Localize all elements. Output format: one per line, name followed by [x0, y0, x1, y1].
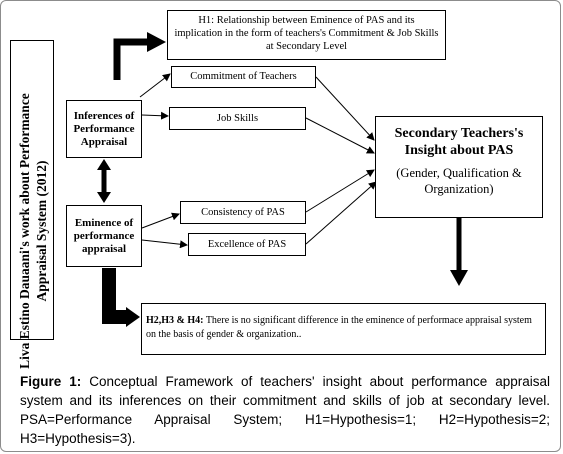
figure-caption: Figure 1: Conceptual Framework of teache…: [20, 372, 550, 448]
arrow-inferences-to-jobskills: [141, 111, 169, 120]
caption-text: Conceptual Framework of teachers' insigh…: [20, 374, 550, 446]
arrow-jobskills-to-insight: [305, 117, 375, 154]
arrow-commitment-to-insight: [315, 76, 375, 141]
job-skills-label: Job Skills: [216, 113, 259, 124]
h2-hypothesis-lead: H2,H3 & H4:: [146, 315, 204, 326]
thick-arrow-insight-down-head: [450, 270, 468, 286]
insight-subtitle: (Gender, Qualification & Organization): [396, 166, 522, 196]
framework-diagram: [97, 32, 468, 327]
eminence-label: Eminence of performance appraisal: [73, 216, 135, 255]
excellence-box: Excellence of PAS: [188, 233, 306, 256]
insight-title: Secondary Teachers's Insight about PAS: [394, 126, 524, 158]
h1-hypothesis-text: H1: Relationship between Eminence of PAS…: [174, 15, 439, 52]
h2-hypothesis-box: H2,H3 & H4: There is no significant diff…: [141, 303, 546, 355]
caption-label: Figure 1:: [20, 374, 82, 389]
thick-arrow-to-h1-head: [147, 32, 166, 52]
eminence-box: Eminence of performance appraisal: [66, 205, 142, 267]
inferences-label: Inferences of Performance Appraisal: [73, 109, 135, 148]
insight-box: Secondary Teachers's Insight about PAS (…: [375, 116, 543, 218]
thick-arrow-to-h1: [113, 38, 148, 80]
arrow-eminence-to-consistency: [141, 212, 180, 229]
consistency-box: Consistency of PAS: [180, 201, 306, 224]
source-study-label: Liva Estino Dauaani's work about Perform…: [17, 93, 49, 369]
h1-hypothesis-box: H1: Relationship between Eminence of PAS…: [167, 10, 446, 60]
commitment-label: Commitment of Teachers: [190, 71, 297, 82]
thick-arrow-to-h2-head: [126, 307, 140, 327]
arrow-eminence-to-excellence: [141, 239, 188, 249]
consistency-label: Consistency of PAS: [201, 207, 285, 218]
job-skills-box: Job Skills: [169, 107, 306, 130]
excellence-label: Excellence of PAS: [207, 239, 287, 250]
arrow-excellence-to-insight: [305, 181, 377, 245]
double-arrow-head-down: [97, 192, 111, 203]
source-study-box: Liva Estino Dauaani's work about Perform…: [10, 40, 54, 369]
inferences-box: Inferences of Performance Appraisal: [66, 100, 142, 158]
commitment-box: Commitment of Teachers: [171, 66, 316, 88]
double-arrow-head-up: [97, 159, 111, 170]
arrow-inferences-to-commitment: [139, 73, 171, 98]
thick-arrow-to-h2: [102, 268, 127, 324]
arrow-consistency-to-insight: [305, 169, 375, 213]
h2-hypothesis-text: There is no significant difference in th…: [146, 315, 532, 340]
